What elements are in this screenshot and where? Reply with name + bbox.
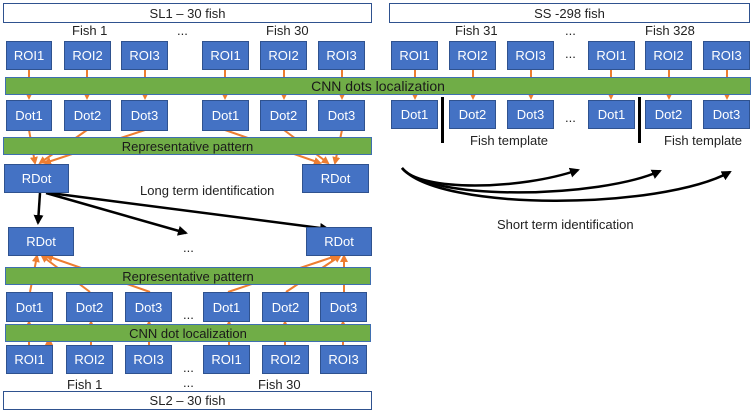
ss-dot1-fish31: Dot1: [391, 100, 438, 129]
ss-fish-last-label: Fish 328: [645, 23, 695, 38]
sl1-roi3-fish1: ROI3: [121, 41, 168, 70]
ellipsis: ...: [183, 375, 194, 390]
fish-template-divider: [441, 97, 444, 143]
sl2-rdot-fish1: RDot: [8, 227, 74, 256]
cnn-dots-localization-band: CNN dots localization: [5, 77, 751, 95]
sl1-fish-first-label: Fish 1: [72, 23, 108, 38]
sl1-title: SL1 – 30 fish: [3, 3, 372, 23]
ss-dot3-fish31: Dot3: [507, 100, 554, 129]
ellipsis: ...: [565, 46, 576, 61]
ss-dot3-fish328: Dot3: [703, 100, 750, 129]
sl2-roi1-fish1: ROI1: [6, 345, 53, 374]
ellipsis: ...: [565, 23, 576, 38]
ss-roi3-fish31: ROI3: [507, 41, 554, 70]
sl2-roi2-fish1: ROI2: [66, 345, 113, 374]
sl1-roi2-fish30: ROI2: [260, 41, 307, 70]
sl1-dot1-fish30: Dot1: [202, 100, 249, 131]
fish-template-label: Fish template: [470, 133, 549, 148]
ss-dot2-fish328: Dot2: [645, 100, 692, 129]
sl2-roi3-fish30: ROI3: [320, 345, 367, 374]
ss-dot1-fish328: Dot1: [588, 100, 635, 129]
sl1-dot2-fish1: Dot2: [64, 100, 111, 131]
ellipsis: ...: [183, 360, 194, 375]
long-term-identification-label: Long term identification: [140, 183, 275, 198]
sl1-rdot-fish1: RDot: [4, 164, 69, 193]
ss-title: SS -298 fish: [389, 3, 750, 23]
sl1-rdot-fish30: RDot: [302, 164, 369, 193]
sl2-roi1-fish30: ROI1: [203, 345, 250, 374]
fish-template-divider: [638, 97, 641, 143]
ellipsis: ...: [177, 23, 188, 38]
ss-roi2-fish31: ROI2: [449, 41, 496, 70]
ellipsis: ...: [183, 240, 194, 255]
sl1-roi1-fish1: ROI1: [6, 41, 52, 70]
ss-roi2-fish328: ROI2: [645, 41, 692, 70]
sl2-dot1-fish1: Dot1: [6, 292, 53, 322]
short-term-arrows: [401, 167, 732, 202]
sl1-dot2-fish30: Dot2: [260, 100, 307, 131]
sl2-fish-last-label: Fish 30: [258, 377, 301, 392]
sl2-roi3-fish1: ROI3: [125, 345, 172, 374]
sl1-roi2-fish1: ROI2: [64, 41, 111, 70]
sl1-fish-last-label: Fish 30: [266, 23, 309, 38]
sl2-dot2-fish30: Dot2: [262, 292, 309, 322]
sl2-dot3-fish30: Dot3: [320, 292, 367, 322]
short-term-identification-label: Short term identification: [497, 217, 634, 232]
ss-roi1-fish328: ROI1: [588, 41, 635, 70]
sl2-dot3-fish1: Dot3: [125, 292, 172, 322]
sl2-representative-pattern-band: Representative pattern: [5, 267, 371, 285]
ss-roi3-fish328: ROI3: [703, 41, 750, 70]
sl2-roi2-fish30: ROI2: [262, 345, 309, 374]
sl1-dot3-fish30: Dot3: [318, 100, 365, 131]
ss-fish-first-label: Fish 31: [455, 23, 498, 38]
ss-roi1-fish31: ROI1: [391, 41, 438, 70]
ss-dot2-fish31: Dot2: [449, 100, 496, 129]
sl1-roi1-fish30: ROI1: [202, 41, 249, 70]
sl1-dot3-fish1: Dot3: [121, 100, 168, 131]
fish-template-label: Fish template: [664, 133, 743, 148]
sl2-fish-first-label: Fish 1: [67, 377, 103, 392]
sl2-dot2-fish1: Dot2: [66, 292, 113, 322]
sl1-representative-pattern-band: Representative pattern: [3, 137, 372, 155]
sl1-roi3-fish30: ROI3: [318, 41, 365, 70]
sl1-dot1-fish1: Dot1: [6, 100, 52, 131]
cnn-dot-localization-band: CNN dot localization: [5, 324, 371, 342]
sl2-title: SL2 – 30 fish: [3, 391, 372, 410]
long-term-arrows: [33, 191, 330, 236]
sl2-dot1-fish30: Dot1: [203, 292, 250, 322]
ellipsis: ...: [183, 307, 194, 322]
ellipsis: ...: [565, 110, 576, 125]
sl2-rdot-fish30: RDot: [306, 227, 372, 256]
